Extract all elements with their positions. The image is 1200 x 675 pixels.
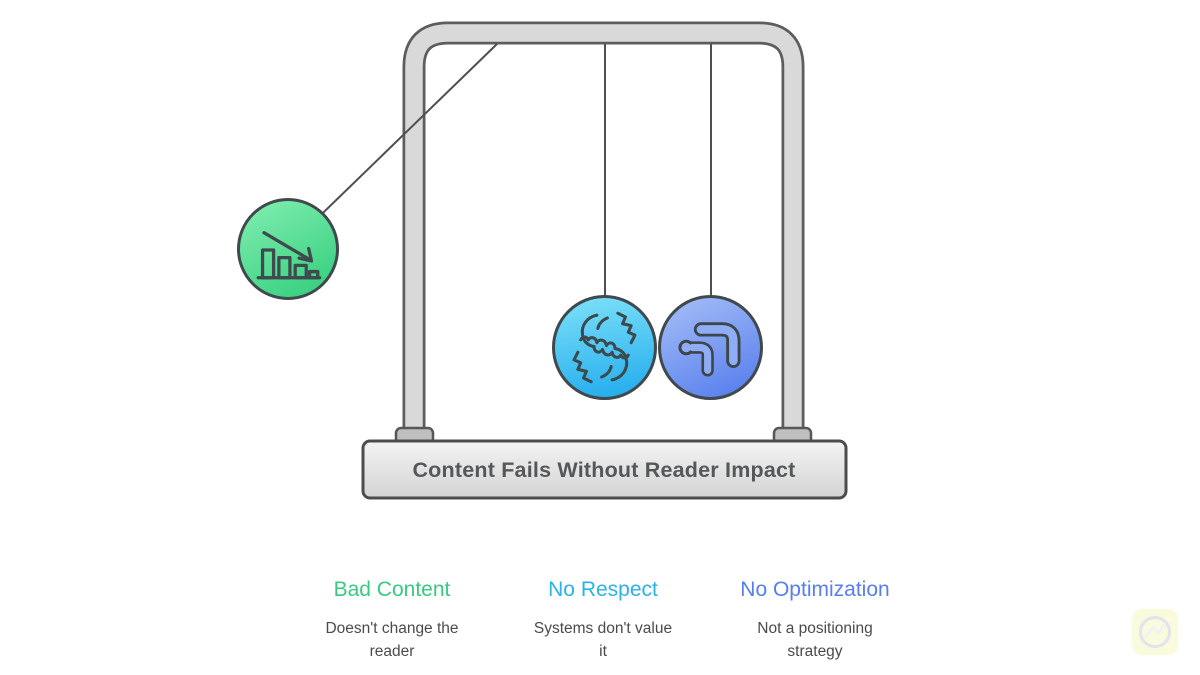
column-subtext: Not a positioning strategy bbox=[757, 620, 873, 660]
column-subtext: Systems don't value it bbox=[533, 620, 673, 660]
ball-no-respect bbox=[552, 295, 657, 400]
ball-bad-content bbox=[237, 198, 339, 300]
column-no-respect: No Respect Systems don't value it bbox=[530, 545, 676, 663]
column-bad-content: Bad Content Doesn't change the reader bbox=[307, 545, 477, 663]
trend-chart-logo-icon bbox=[1139, 616, 1171, 648]
pendulum-string-bad-content bbox=[294, 43, 498, 241]
ball-no-optimization bbox=[658, 295, 763, 400]
base-plate bbox=[361, 439, 848, 500]
pivot-arrows-icon bbox=[678, 322, 741, 377]
column-heading: No Respect bbox=[548, 578, 658, 601]
cradle-frame bbox=[402, 21, 805, 441]
watermark-badge bbox=[1132, 609, 1178, 655]
handshake-icon bbox=[572, 311, 637, 384]
base-title: Content Fails Without Reader Impact bbox=[412, 457, 796, 482]
column-heading: Bad Content bbox=[333, 578, 451, 601]
column-subtext: Doesn't change the reader bbox=[325, 620, 459, 660]
declining-bar-chart-icon bbox=[256, 231, 322, 280]
column-heading: No Optimization bbox=[740, 578, 890, 601]
column-no-optimization: No Optimization Not a positioning strate… bbox=[740, 545, 890, 663]
